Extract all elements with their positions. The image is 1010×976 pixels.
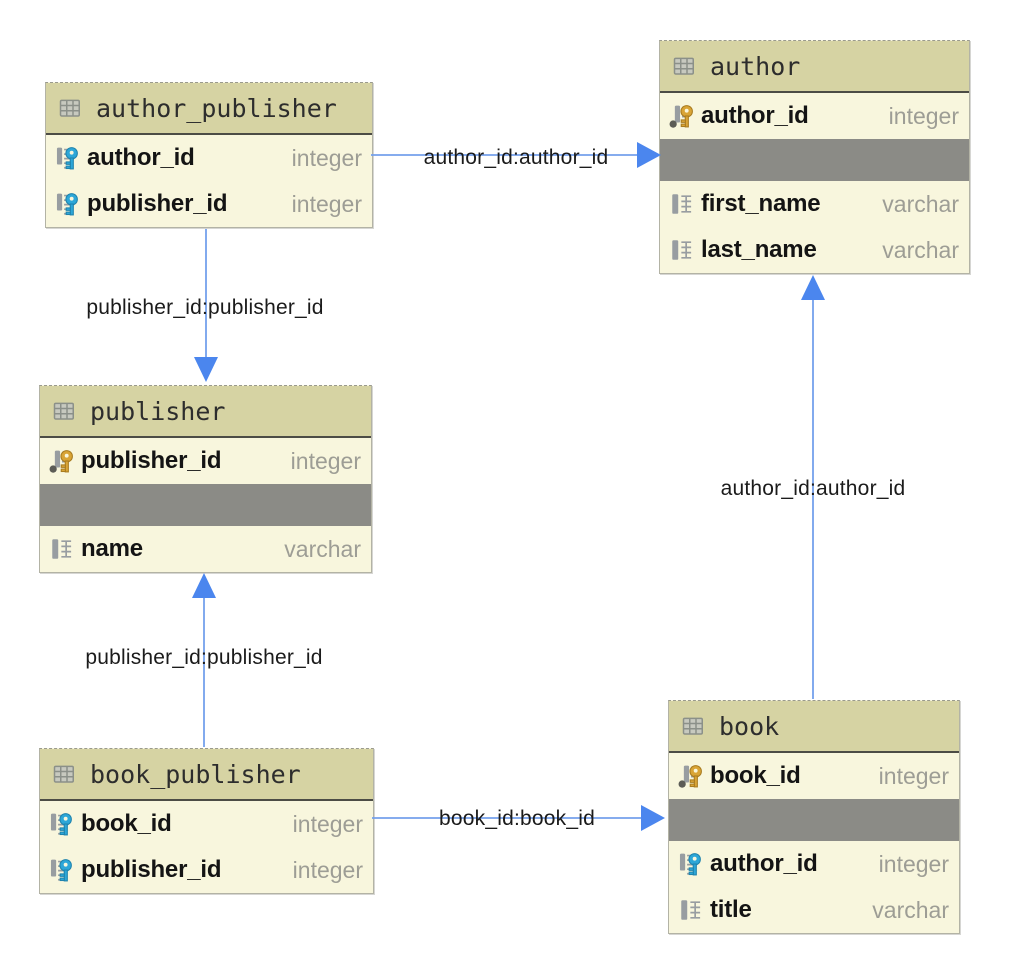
- table-title: publisher: [90, 396, 226, 426]
- column-name: author_id: [710, 850, 818, 877]
- column-row-author-id[interactable]: author_id integer: [669, 841, 959, 887]
- table-book-header[interactable]: book: [669, 701, 959, 753]
- table-author[interactable]: author author_id integer first_name varc…: [659, 40, 970, 274]
- column-type: integer: [878, 850, 949, 877]
- column-type: integer: [878, 762, 949, 789]
- column-icon: [678, 897, 704, 923]
- column-name: publisher_id: [87, 190, 228, 217]
- table-publisher-header[interactable]: publisher: [40, 386, 371, 438]
- separator-band: [40, 484, 371, 526]
- column-type: integer: [290, 447, 361, 474]
- primary-key-icon: [669, 103, 695, 129]
- relationship-label-author-id[interactable]: author_id:author_id: [423, 146, 609, 169]
- table-author-publisher-header[interactable]: author_publisher: [46, 83, 372, 135]
- column-row-name[interactable]: name varchar: [40, 526, 371, 572]
- table-publisher[interactable]: publisher publisher_id integer name varc…: [39, 385, 372, 573]
- table-icon: [672, 54, 697, 79]
- column-name: book_id: [710, 762, 801, 789]
- column-name: publisher_id: [81, 856, 222, 883]
- table-title: book_publisher: [90, 759, 301, 789]
- table-title: author: [710, 51, 801, 81]
- column-name: author_id: [701, 102, 809, 129]
- column-type: integer: [292, 856, 363, 883]
- column-type: integer: [291, 190, 362, 217]
- table-icon: [52, 762, 77, 787]
- table-book-publisher[interactable]: book_publisher book_id integer publisher…: [39, 748, 374, 894]
- foreign-key-icon: [55, 191, 81, 217]
- table-book-publisher-header[interactable]: book_publisher: [40, 749, 373, 801]
- column-row-author-id[interactable]: author_id integer: [46, 135, 372, 181]
- table-icon: [681, 714, 706, 739]
- column-row-title[interactable]: title varchar: [669, 887, 959, 933]
- table-title: book: [719, 711, 780, 741]
- relationship-label-publisher-id-bottom[interactable]: publisher_id:publisher_id: [85, 646, 323, 669]
- column-row-publisher-id[interactable]: publisher_id integer: [46, 181, 372, 227]
- column-type: varchar: [284, 535, 361, 562]
- column-row-first-name[interactable]: first_name varchar: [660, 181, 969, 227]
- table-author-publisher[interactable]: author_publisher author_id integer publi…: [45, 82, 373, 228]
- column-row-author-id[interactable]: author_id integer: [660, 93, 969, 139]
- relationship-label-book-id[interactable]: book_id:book_id: [439, 807, 595, 830]
- column-icon: [669, 237, 695, 263]
- column-type: varchar: [882, 190, 959, 217]
- column-icon: [669, 191, 695, 217]
- column-icon: [49, 536, 75, 562]
- foreign-key-icon: [49, 811, 75, 837]
- column-type: integer: [291, 144, 362, 171]
- column-name: last_name: [701, 236, 817, 263]
- table-icon: [52, 399, 77, 424]
- foreign-key-icon: [49, 857, 75, 883]
- column-name: publisher_id: [81, 447, 222, 474]
- foreign-key-icon: [55, 145, 81, 171]
- column-row-last-name[interactable]: last_name varchar: [660, 227, 969, 273]
- column-name: title: [710, 896, 752, 923]
- column-type: integer: [292, 810, 363, 837]
- table-book[interactable]: book book_id integer author_id integer t…: [668, 700, 960, 934]
- separator-band: [660, 139, 969, 181]
- column-type: varchar: [872, 896, 949, 923]
- column-name: first_name: [701, 190, 821, 217]
- primary-key-icon: [49, 448, 75, 474]
- column-name: book_id: [81, 810, 172, 837]
- column-row-book-id[interactable]: book_id integer: [40, 801, 373, 847]
- table-author-header[interactable]: author: [660, 41, 969, 93]
- column-type: varchar: [882, 236, 959, 263]
- column-type: integer: [888, 102, 959, 129]
- primary-key-icon: [678, 763, 704, 789]
- foreign-key-icon: [678, 851, 704, 877]
- column-row-publisher-id[interactable]: publisher_id integer: [40, 847, 373, 893]
- separator-band: [669, 799, 959, 841]
- column-row-publisher-id[interactable]: publisher_id integer: [40, 438, 371, 484]
- column-name: author_id: [87, 144, 195, 171]
- table-icon: [58, 96, 83, 121]
- column-row-book-id[interactable]: book_id integer: [669, 753, 959, 799]
- relationship-label-publisher-id-top[interactable]: publisher_id:publisher_id: [86, 296, 324, 319]
- table-title: author_publisher: [96, 93, 337, 123]
- column-name: name: [81, 535, 143, 562]
- relationship-label-author-id-right[interactable]: author_id:author_id: [720, 477, 906, 500]
